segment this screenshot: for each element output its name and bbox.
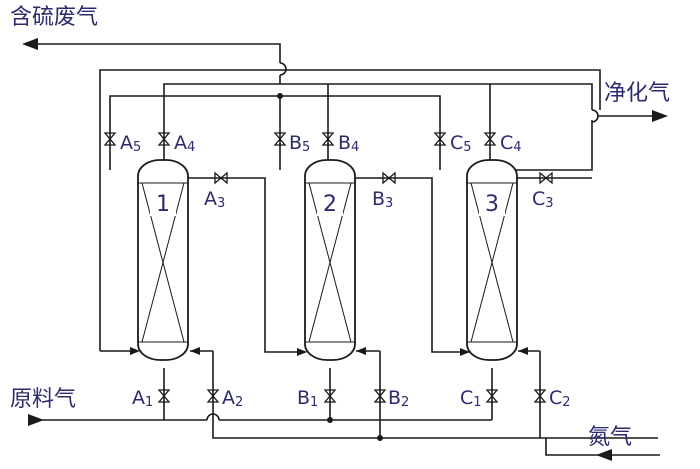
valve-a2-icon[interactable] (206, 389, 220, 403)
valve-label-a1: A1 (132, 387, 153, 410)
pipe-purified-header (163, 83, 655, 171)
valve-a4-icon[interactable] (157, 132, 171, 146)
valve-label-b3: B3 (372, 188, 393, 211)
valve-a1-icon[interactable] (157, 389, 171, 403)
pipe-waste-gas-header (38, 43, 441, 170)
column-3[interactable]: 3 (466, 159, 518, 361)
valve-label-c4: C4 (500, 132, 522, 155)
column-3-number: 3 (485, 192, 499, 217)
valve-c1-icon[interactable] (485, 389, 499, 403)
valve-label-b2: B2 (388, 387, 409, 410)
valve-label-a2: A2 (222, 387, 243, 410)
valve-label-b5: B5 (289, 132, 310, 155)
valve-c4-icon[interactable] (483, 132, 497, 146)
valve-label-a3: A3 (204, 188, 225, 211)
label-purified-gas: 净化气 (604, 81, 670, 106)
label-sulfur-waste-gas: 含硫废气 (10, 5, 98, 30)
junction-node (377, 435, 383, 441)
flow-arrows (22, 38, 668, 461)
valve-b4-icon[interactable] (321, 132, 335, 146)
column-1[interactable]: 1 (137, 159, 189, 361)
valve-c3-icon[interactable] (539, 171, 553, 185)
arrow-purified-gas-out-icon (652, 110, 668, 122)
arrow-col3-side-icon (518, 347, 528, 355)
column-1-number: 1 (156, 192, 170, 217)
arrow-col2-side-icon (356, 347, 366, 355)
pipe-col3-inlet (491, 350, 541, 438)
pipe-nitrogen-feed (545, 438, 660, 456)
valve-label-c1: C1 (460, 387, 482, 410)
valve-a3-icon[interactable] (214, 171, 228, 185)
valve-label-c2: C2 (549, 387, 571, 410)
valve-b5-icon[interactable] (273, 132, 287, 146)
arrow-nitrogen-in-icon (596, 449, 612, 461)
valve-c2-icon[interactable] (533, 389, 547, 403)
valve-labels: A5 A4 B5 B4 C5 C4 A3 B3 C3 A1 A2 B1 B2 C… (120, 132, 571, 410)
pipe-col1-inlet (100, 350, 214, 420)
valve-label-c3: C3 (532, 188, 554, 211)
valve-label-b1: B1 (297, 387, 318, 410)
column-2-number: 2 (323, 192, 337, 217)
arrow-waste-gas-out-icon (22, 38, 38, 50)
arrow-col1-side-icon (190, 347, 200, 355)
column-2-packing (308, 182, 352, 343)
valve-b3-icon[interactable] (382, 171, 396, 185)
valve-b1-icon[interactable] (323, 389, 337, 403)
valve-label-c5: C5 (450, 132, 472, 155)
valve-label-a4: A4 (174, 132, 195, 155)
label-nitrogen: 氮气 (588, 425, 632, 450)
pipe-nitrogen-header (212, 420, 658, 439)
arrow-col3-inlet-icon (460, 348, 470, 356)
arrow-col2-inlet-icon (297, 348, 307, 356)
pipe-b3-line (352, 177, 470, 353)
pipe-outer-loop (99, 69, 601, 351)
column-2-label-bg (317, 190, 343, 216)
column-3-packing (470, 182, 514, 343)
arrow-raw-gas-in-icon (28, 414, 44, 426)
valve-label-b4: B4 (338, 132, 359, 155)
column-2[interactable]: 2 (304, 159, 356, 361)
column-1-packing (141, 182, 185, 343)
valves (103, 132, 553, 403)
column-3-label-bg (479, 190, 505, 216)
pipe-waste-crossover (279, 62, 287, 76)
valve-label-a5: A5 (120, 132, 141, 155)
valve-b2-icon[interactable] (373, 389, 387, 403)
label-raw-gas: 原料气 (10, 387, 76, 412)
valve-a5-icon[interactable] (103, 132, 117, 146)
column-1-label-bg (150, 190, 176, 216)
arrow-col1-inlet-icon (130, 347, 140, 355)
junction-node (277, 93, 283, 99)
junction-node (327, 417, 333, 423)
valve-c5-icon[interactable] (433, 132, 447, 146)
pipe-network (30, 43, 658, 439)
pipe-col2-inlet (329, 350, 381, 438)
pipe-raw-crossover (206, 413, 220, 421)
